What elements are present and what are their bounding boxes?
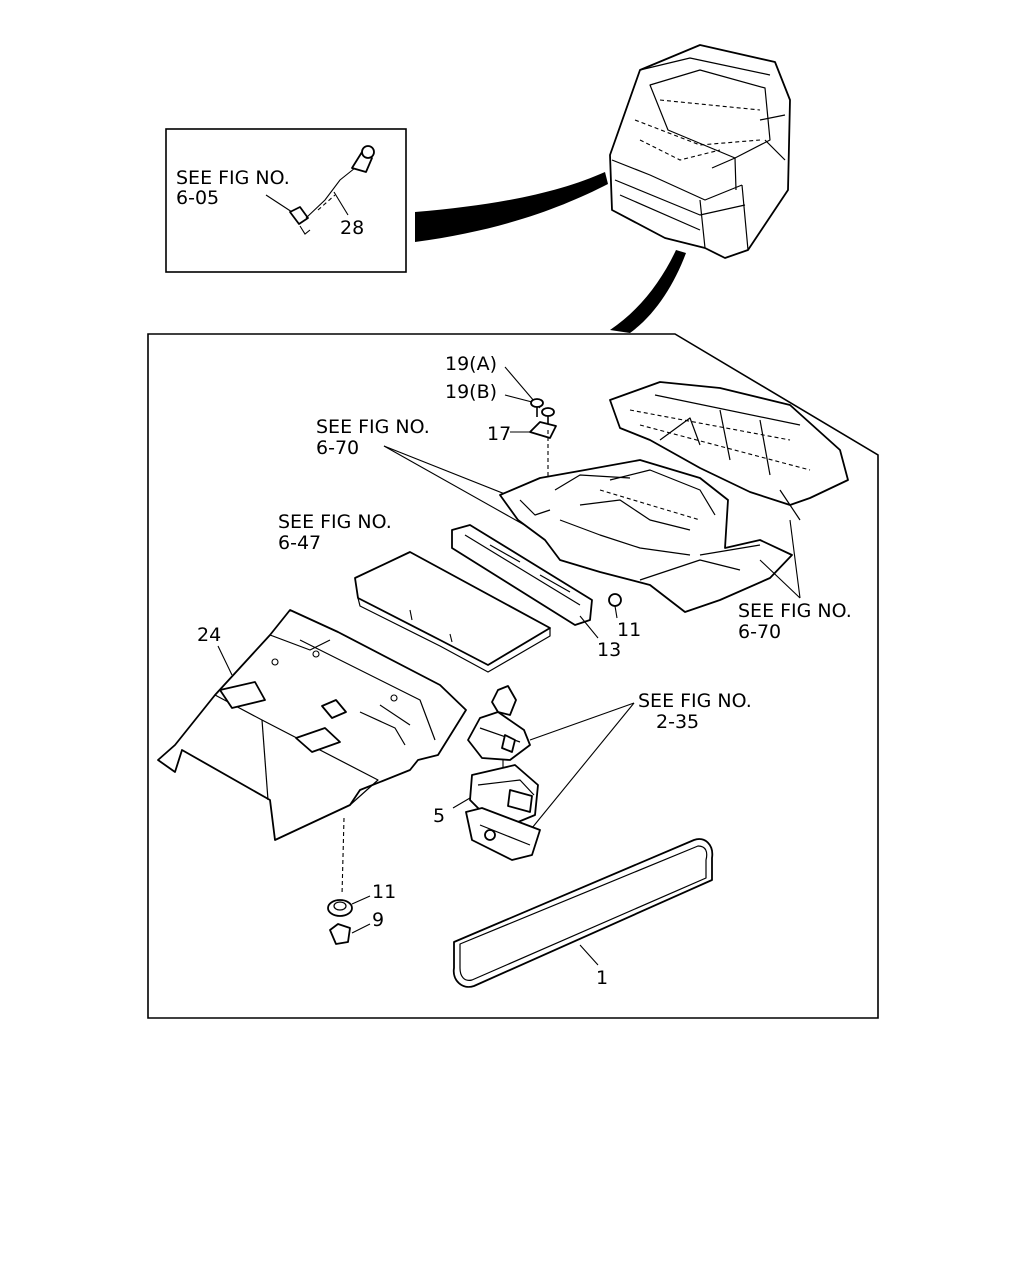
part-number-11-lower: 11 — [372, 881, 396, 903]
part-number-24: 24 — [197, 624, 221, 646]
part-number-1: 1 — [596, 967, 608, 989]
switch-part-illustration — [265, 145, 375, 235]
floor-mat-1 — [452, 838, 714, 988]
ref-6-70-top-line2: 6-70 — [316, 437, 359, 459]
leader-cab-to-inset — [415, 172, 608, 242]
part-number-19a: 19(A) — [445, 353, 497, 375]
leader-cab-to-main — [610, 250, 686, 333]
ref-2-35-line1: SEE FIG NO. — [638, 690, 752, 712]
inset-box — [165, 128, 407, 273]
floor-plate-panel — [354, 551, 551, 673]
ref-2-35-line2: 2-35 — [656, 711, 699, 733]
floor-cover-24 — [157, 609, 467, 841]
ref-6-47-line1: SEE FIG NO. — [278, 511, 392, 533]
part-number-13: 13 — [597, 639, 621, 661]
inset-ref-line2: 6-05 — [176, 187, 219, 209]
part-number-28: 28 — [340, 217, 364, 239]
rear-floor-panel — [609, 381, 849, 521]
nut-11-lower — [327, 899, 353, 917]
washer-9 — [329, 923, 351, 945]
ref-6-70-right-line2: 6-70 — [738, 621, 781, 643]
ref-6-70-right-line1: SEE FIG NO. — [738, 600, 852, 622]
clip-17 — [529, 421, 557, 439]
bolt-19a — [541, 407, 555, 428]
truck-cab-illustration — [609, 44, 791, 259]
ref-6-70-top-line1: SEE FIG NO. — [316, 416, 430, 438]
main-frame — [147, 333, 879, 1019]
bolt-19b — [530, 398, 544, 417]
shift-lever-housing — [465, 764, 541, 861]
part-number-9: 9 — [372, 909, 384, 931]
part-number-17: 17 — [487, 423, 511, 445]
front-floor-panel — [499, 459, 793, 613]
part-number-19b: 19(B) — [445, 381, 497, 403]
part-number-11-upper: 11 — [617, 619, 641, 641]
nut-11-upper — [608, 593, 622, 607]
inset-ref-line1: SEE FIG NO. — [176, 167, 290, 189]
shift-lever-boot — [467, 685, 531, 761]
ref-6-47-line2: 6-47 — [278, 532, 321, 554]
part-number-5: 5 — [433, 805, 445, 827]
cross-member — [451, 524, 593, 626]
